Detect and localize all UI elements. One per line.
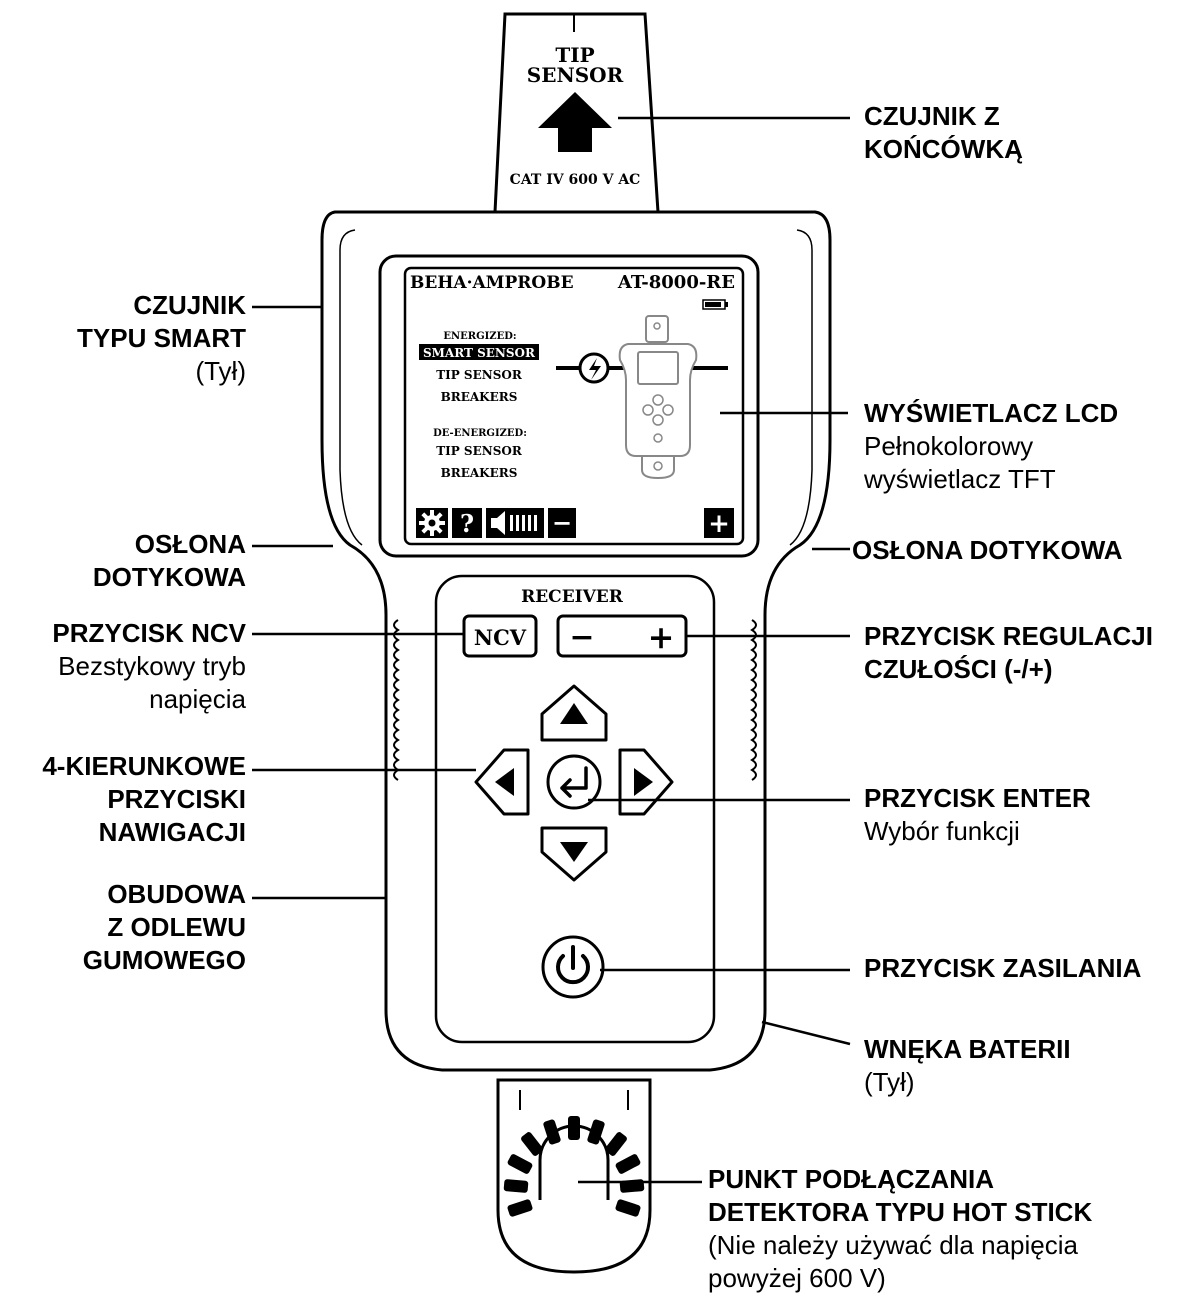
energized-heading: ENERGIZED:	[443, 331, 516, 342]
callout-hot-stick-desc-1: (Nie należy używać dla napięcia	[708, 1230, 1078, 1260]
tip-label-line2: SENSOR	[527, 63, 624, 87]
screen-plus-button[interactable]	[704, 508, 734, 538]
callout-housing-title-2: Z ODLEWU	[107, 912, 246, 942]
callout-nav-title-2: PRZYCISKI	[107, 784, 246, 814]
callout-nav-buttons: 4-KIERUNKOWE PRZYCISKI NAWIGACJI	[42, 750, 246, 849]
help-button[interactable]	[452, 508, 482, 538]
callout-smart-sensor: CZUJNIK TYPU SMART (Tył)	[77, 289, 246, 388]
model-label: AT-8000-RE	[617, 272, 735, 293]
screen-plus-label: +	[708, 509, 730, 539]
callout-lcd-desc-1: Pełnokolorowy	[864, 431, 1034, 461]
gear-icon	[419, 510, 445, 536]
screen-toolbar: ? − +	[416, 508, 734, 539]
screen-minus-label: −	[552, 508, 572, 537]
callout-tip-sensor-title-1: CZUJNIK Z	[864, 101, 1000, 131]
callout-guard-left-title-2: DOTYKOWA	[92, 562, 246, 592]
callout-hot-stick-title-1: PUNKT PODŁĄCZANIA	[708, 1164, 994, 1194]
callout-tip-sensor-title-2: KOŃCÓWKĄ	[864, 134, 1023, 164]
menu-deenergized-breakers[interactable]: BREAKERS	[441, 466, 518, 480]
brand-label: BEHA·AMPROBE	[410, 273, 574, 293]
callout-ncv-title: PRZYCISK NCV	[52, 618, 246, 648]
callout-hot-stick-desc-2: powyżej 600 V)	[708, 1263, 886, 1293]
menu-deenergized-tip-sensor[interactable]: TIP SENSOR	[436, 444, 523, 458]
ncv-button[interactable]: NCV	[462, 614, 538, 658]
callout-nav-title-1: 4-KIERUNKOWE	[42, 751, 246, 781]
callout-lcd: WYŚWIETLACZ LCD Pełnokolorowy wyświetlac…	[864, 397, 1118, 496]
sensitivity-buttons[interactable]: − +	[556, 614, 688, 658]
callout-power-button: PRZYCISK ZASILANIA	[864, 952, 1141, 985]
sensitivity-minus-label: −	[569, 620, 594, 655]
battery-icon	[702, 299, 728, 310]
right-triangle-icon	[634, 768, 653, 796]
callout-sensitivity-title-2: CZUŁOŚCI (-/+)	[864, 654, 1053, 684]
tip-label-line1: TIP	[555, 43, 594, 67]
callout-power-title: PRZYCISK ZASILANIA	[864, 953, 1142, 983]
receiver-label: RECEIVER	[521, 587, 624, 607]
menu-energized-smart-sensor[interactable]: SMART SENSOR	[423, 346, 536, 360]
lcd-screen	[403, 266, 745, 546]
callout-smart-sensor-desc: (Tył)	[195, 356, 246, 386]
enter-button[interactable]	[546, 754, 602, 810]
callout-sensitivity-title-1: PRZYCISK REGULACJI	[864, 621, 1153, 651]
power-icon	[556, 954, 590, 985]
callout-housing: OBUDOWA Z ODLEWU GUMOWEGO	[83, 878, 246, 977]
nav-left-button[interactable]	[474, 748, 530, 816]
speaker-icon	[491, 511, 537, 535]
callout-hot-stick: PUNKT PODŁĄCZANIA DETEKTORA TYPU HOT STI…	[708, 1163, 1092, 1295]
grip-right	[750, 619, 757, 781]
callout-nav-title-3: NAWIGACJI	[98, 817, 246, 847]
callout-guard-right-title: OSŁONA DOTYKOWA	[852, 535, 1123, 565]
screen-minus-button[interactable]	[548, 508, 576, 538]
callout-ncv-button: PRZYCISK NCV Bezstykowy tryb napięcia	[52, 617, 246, 716]
callout-lcd-title: WYŚWIETLACZ LCD	[864, 398, 1119, 428]
nav-up-button[interactable]	[540, 684, 608, 742]
callout-lcd-desc-2: wyświetlacz TFT	[864, 464, 1056, 494]
callout-housing-title-1: OBUDOWA	[107, 879, 246, 909]
menu-energized-tip-sensor[interactable]: TIP SENSOR	[436, 368, 523, 382]
left-triangle-icon	[495, 768, 514, 796]
callout-battery-title: WNĘKA BATERII	[864, 1034, 1071, 1064]
power-button[interactable]	[541, 935, 605, 999]
leader-lines	[252, 116, 851, 1184]
up-arrow-icon	[538, 92, 612, 152]
rating-label: CAT IV 600 V AC	[510, 172, 641, 188]
callout-sensitivity: PRZYCISK REGULACJI CZUŁOŚCI (-/+)	[864, 620, 1153, 686]
callout-housing-title-3: GUMOWEGO	[82, 945, 246, 975]
callout-ncv-desc-2: napięcia	[149, 684, 246, 714]
mini-device-illustration	[556, 315, 728, 480]
nav-right-button[interactable]	[618, 748, 674, 816]
ncv-label: NCV	[474, 625, 527, 650]
callout-enter-desc: Wybór funkcji	[864, 816, 1020, 846]
callout-battery: WNĘKA BATERII (Tył)	[864, 1033, 1071, 1099]
callout-smart-sensor-title-2: TYPU SMART	[77, 323, 246, 353]
callout-guard-right: OSŁONA DOTYKOWA	[852, 534, 1123, 567]
deenergized-heading: DE-ENERGIZED:	[433, 428, 527, 439]
help-label: ?	[460, 509, 474, 538]
callout-battery-desc: (Tył)	[864, 1067, 915, 1097]
callout-enter-button: PRZYCISK ENTER Wybór funkcji	[864, 782, 1091, 848]
enter-icon	[560, 766, 588, 798]
nav-down-button[interactable]	[540, 826, 608, 882]
down-triangle-icon	[560, 842, 588, 862]
callout-tip-sensor: CZUJNIK Z KOŃCÓWKĄ	[864, 100, 1023, 166]
grip-left	[393, 619, 400, 781]
callout-smart-sensor-title-1: CZUJNIK	[133, 290, 246, 320]
callout-guard-left-title-1: OSŁONA	[134, 529, 246, 559]
callout-enter-title: PRZYCISK ENTER	[864, 783, 1091, 813]
menu-highlight	[419, 344, 539, 360]
callout-ncv-desc-1: Bezstykowy tryb	[58, 651, 246, 681]
hot-stick-clip	[496, 1078, 652, 1274]
sensitivity-plus-label: +	[648, 618, 675, 656]
menu-energized-breakers[interactable]: BREAKERS	[441, 390, 518, 404]
up-triangle-icon	[560, 703, 588, 724]
tip-sensor-probe: TIP SENSOR CAT IV 600 V AC	[493, 12, 660, 214]
callout-guard-left: OSŁONA DOTYKOWA	[93, 528, 246, 594]
callout-hot-stick-title-2: DETEKTORA TYPU HOT STICK	[708, 1197, 1093, 1227]
